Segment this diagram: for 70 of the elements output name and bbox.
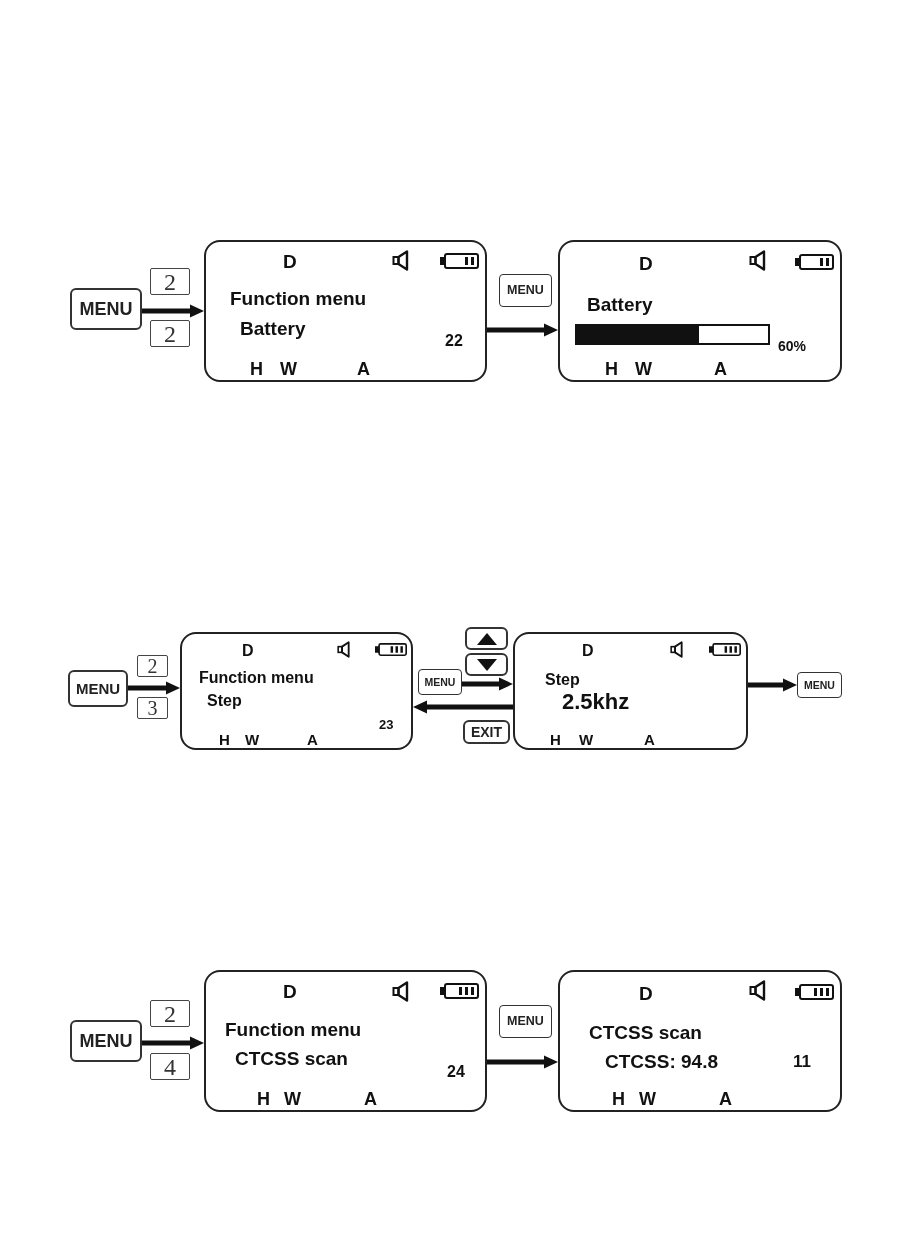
lcd-indicator: W: [635, 360, 652, 378]
lcd-indicator: A: [364, 1090, 377, 1108]
lcd-indicator: A: [357, 360, 370, 378]
lcd-screen: [513, 632, 748, 750]
menu-key: MENU: [70, 288, 142, 330]
menu-number: 23: [379, 718, 394, 731]
number-key: 3: [137, 697, 168, 719]
lcd-indicator: D: [582, 643, 594, 659]
arrow: [462, 677, 513, 691]
lcd-indicator: H: [550, 732, 561, 747]
menu-key: MENU: [68, 670, 128, 707]
arrow: [487, 323, 558, 337]
exit-key: EXIT: [463, 720, 510, 744]
lcd-indicator: A: [714, 360, 727, 378]
lcd-indicator: H: [605, 360, 618, 378]
lcd-indicator: A: [644, 732, 655, 747]
number-key: 2: [150, 1000, 190, 1027]
lcd-indicator: A: [719, 1090, 732, 1108]
setting-title: Battery: [587, 295, 653, 314]
menu-title: Function menu: [225, 1020, 362, 1039]
lcd-screen: [558, 240, 842, 382]
menu-key: MENU: [70, 1020, 142, 1062]
setting-title: CTCSS scan: [589, 1023, 702, 1042]
lcd-indicator: W: [280, 360, 297, 378]
menu-key: MENU: [499, 1005, 552, 1038]
lcd-screen: [204, 240, 487, 382]
lcd-indicator: H: [250, 360, 263, 378]
tone-number: 11: [793, 1053, 811, 1070]
setting-title: Step: [545, 672, 580, 688]
battery-percentage: 60%: [778, 339, 807, 353]
menu-number: 22: [445, 333, 463, 349]
lcd-indicator: D: [283, 252, 297, 271]
step-value: 2.5khz: [562, 691, 630, 713]
arrow: [142, 304, 204, 318]
lcd-indicator: H: [219, 732, 230, 747]
lcd-screen: [204, 970, 487, 1112]
menu-key: MENU: [418, 669, 462, 695]
lcd-indicator: H: [612, 1090, 625, 1108]
arrow: [128, 681, 180, 695]
lcd-indicator: W: [245, 732, 260, 747]
lcd-indicator: W: [579, 732, 594, 747]
menu-title: Function menu: [199, 670, 314, 686]
ctcss-value: CTCSS: 94.8: [605, 1052, 718, 1071]
lcd-indicator: W: [639, 1090, 656, 1108]
menu-key: MENU: [797, 672, 842, 698]
number-key: 2: [137, 655, 168, 677]
number-key: 2: [150, 268, 190, 295]
menu-item: Battery: [240, 319, 306, 338]
lcd-screen: [180, 632, 413, 750]
arrow: [142, 1036, 204, 1050]
arrow: [487, 1055, 558, 1069]
number-key: 2: [150, 320, 190, 347]
number-key: 4: [150, 1053, 190, 1080]
menu-number: 24: [447, 1064, 465, 1080]
arrow: [748, 678, 797, 692]
menu-title: Function menu: [230, 289, 367, 308]
lcd-indicator: D: [283, 982, 297, 1001]
lcd-indicator: H: [257, 1090, 270, 1108]
menu-item: Step: [207, 693, 242, 709]
lcd-indicator: D: [639, 254, 653, 273]
menu-key: MENU: [499, 274, 552, 307]
lcd-screen: [558, 970, 842, 1112]
lcd-indicator: D: [242, 643, 254, 659]
lcd-indicator: D: [639, 984, 653, 1003]
lcd-indicator: A: [307, 732, 318, 747]
up-key: [465, 627, 508, 650]
arrow: [413, 700, 513, 714]
down-key: [465, 653, 508, 676]
lcd-indicator: W: [284, 1090, 301, 1108]
menu-item: CTCSS scan: [235, 1049, 348, 1068]
